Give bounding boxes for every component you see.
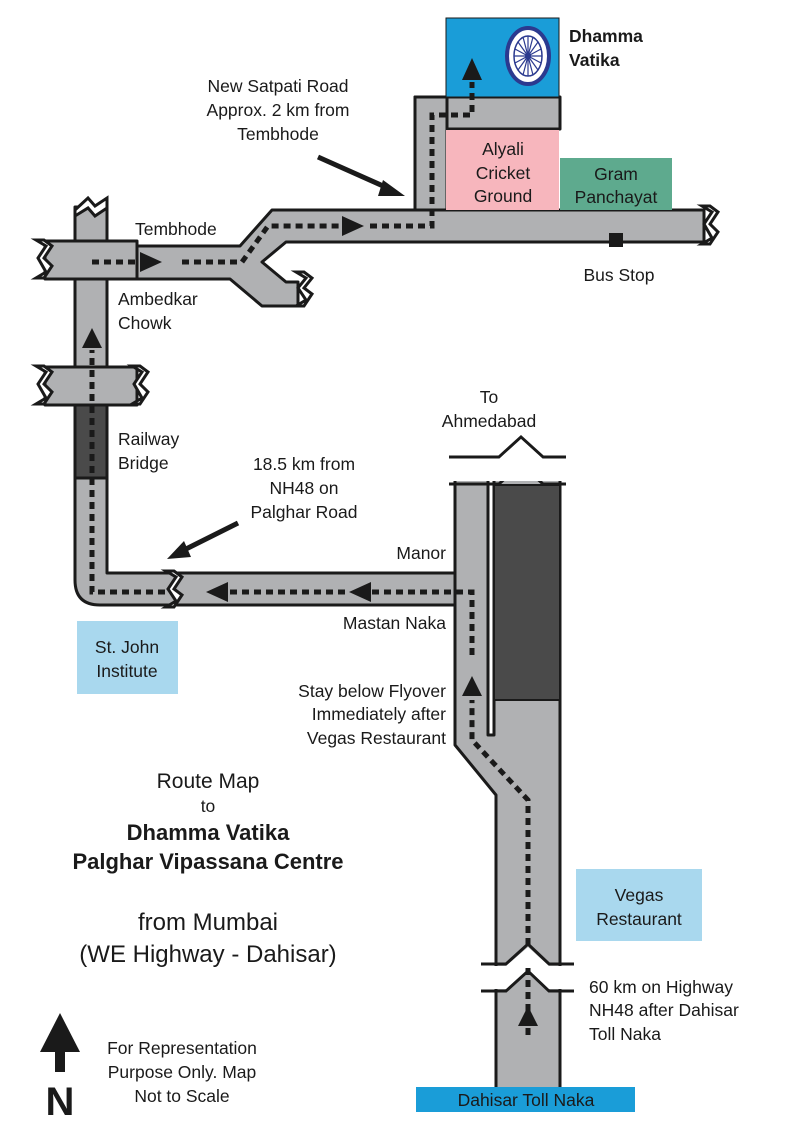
- satpati-note-2: Approx. 2 km from: [207, 100, 350, 120]
- dhamma-wheel-icon: [505, 26, 551, 86]
- mastan-naka-label: Mastan Naka: [343, 613, 446, 633]
- satpati-note: New Satpati Road: [207, 76, 348, 96]
- dhamma-vatika-label: Dhamma: [569, 26, 643, 46]
- disclaimer-line-1: For Representation: [107, 1038, 257, 1058]
- flyover-note-3: Vegas Restaurant: [307, 728, 446, 748]
- bus-stop-marker: [609, 233, 623, 247]
- flyover-note: Stay below Flyover: [298, 681, 446, 701]
- alyali-cricket-ground-box: [446, 130, 559, 210]
- railway-bridge-label: Railway: [118, 429, 180, 449]
- flyover: [493, 484, 561, 701]
- palghar-road: [73, 476, 457, 607]
- flyover-note-2: Immediately after: [312, 704, 446, 724]
- title-from-mumbai: from Mumbai: [138, 909, 278, 936]
- alyali-label: Alyali: [482, 139, 524, 159]
- pointer-arrows: [167, 154, 405, 559]
- north-arrow-icon: [40, 1013, 80, 1072]
- title-highway: (WE Highway - Dahisar): [79, 941, 336, 968]
- bus-stop-label: Bus Stop: [583, 265, 654, 285]
- dahisar-toll-naka-label: Dahisar Toll Naka: [458, 1090, 595, 1110]
- km185-note: 18.5 km from: [253, 454, 355, 474]
- km185-note-2: NH48 on: [269, 478, 338, 498]
- st-john-label-2: Institute: [96, 661, 157, 681]
- to-ahmedabad-label-2: Ahmedabad: [442, 411, 536, 431]
- st-john-label: St. John: [95, 637, 159, 657]
- title-centre: Palghar Vipassana Centre: [72, 849, 343, 874]
- km60-note-2: NH48 after Dahisar: [589, 1000, 739, 1020]
- ambedkar-chowk-label: Ambedkar: [118, 289, 198, 309]
- alyali-label-2: Cricket: [476, 163, 531, 183]
- disclaimer-line-3: Not to Scale: [134, 1086, 229, 1106]
- gram-panchayat-box: [560, 158, 672, 210]
- alyali-label-3: Ground: [474, 186, 532, 206]
- vegas-restaurant-label-2: Restaurant: [596, 909, 682, 929]
- gram-panchayat-label-2: Panchayat: [575, 187, 658, 207]
- crossroad-top: [43, 239, 139, 281]
- km60-note: 60 km on Highway: [589, 977, 733, 997]
- title-to: to: [201, 796, 216, 816]
- title-dhamma-vatika: Dhamma Vatika: [127, 820, 290, 845]
- manor-label: Manor: [396, 543, 446, 563]
- dahisar-toll-naka-box: [416, 1087, 635, 1112]
- st-john-institute-box: [77, 621, 178, 694]
- km185-note-3: Palghar Road: [250, 502, 357, 522]
- compass-label: N: [46, 1080, 75, 1124]
- to-ahmedabad-label: To: [480, 387, 498, 407]
- satpati-note-3: Tembhode: [237, 124, 319, 144]
- disclaimer-line-2: Purpose Only. Map: [108, 1062, 257, 1082]
- route-path: [89, 82, 531, 1035]
- ambedkar-chowk-label-2: Chowk: [118, 313, 172, 333]
- gram-panchayat-label: Gram: [594, 164, 638, 184]
- title-route-map: Route Map: [157, 770, 260, 793]
- tembhode-label: Tembhode: [135, 219, 217, 239]
- railway-bridge-label-2: Bridge: [118, 453, 169, 473]
- dhamma-vatika-label-2: Vatika: [569, 50, 620, 70]
- route-arrows: [82, 58, 538, 1026]
- vegas-restaurant-box: [576, 869, 702, 941]
- vegas-restaurant-label: Vegas: [615, 885, 664, 905]
- km60-note-3: Toll Naka: [589, 1024, 661, 1044]
